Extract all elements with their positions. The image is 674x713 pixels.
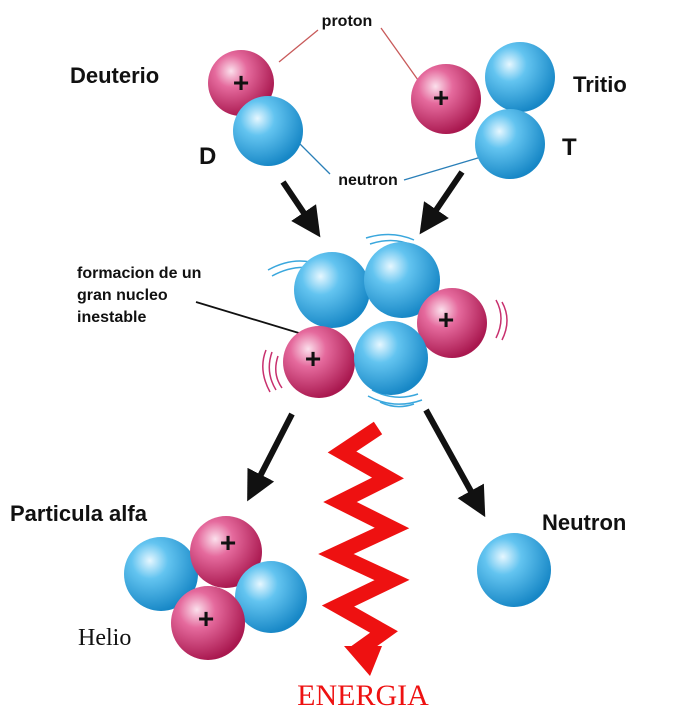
unstable-nucleus: + + [283,242,487,398]
helium-nucleus: + + [124,516,307,660]
label-energia: ENERGIA [297,679,429,712]
unstable-neutron-bottom [354,321,428,395]
label-deuterio: Deuterio [70,63,159,88]
tritium-neutron-top [485,42,555,112]
proton-connector-lines [279,28,418,80]
label-formacion-line2: gran nucleo [77,287,168,304]
plus-sign: + [433,82,449,113]
deuterium-nucleus: + [208,50,303,166]
helium-neutron-right [235,561,307,633]
label-particula-alfa: Particula alfa [10,501,148,526]
label-tritio: Tritio [573,72,627,97]
plus-sign: + [305,343,321,374]
plus-sign: + [220,527,236,558]
label-formacion-line1: formacion de un [77,265,201,282]
label-t: T [562,134,577,161]
deuterium-neutron [233,96,303,166]
plus-sign: + [233,67,249,98]
plus-sign: + [438,304,454,335]
label-helio: Helio [78,625,131,651]
label-formacion-line3: inestable [77,309,146,326]
label-neutron: neutron [338,172,398,189]
label-neutron-product: Neutron [542,510,626,535]
tritium-neutron-bottom [475,109,545,179]
tritium-nucleus: + [411,42,555,179]
energy-zigzag-arrow [336,428,392,676]
label-proton: proton [322,13,373,30]
free-neutron [477,533,551,607]
plus-sign: + [198,603,214,634]
label-d: D [199,143,216,170]
unstable-neutron-top-left [294,252,370,328]
